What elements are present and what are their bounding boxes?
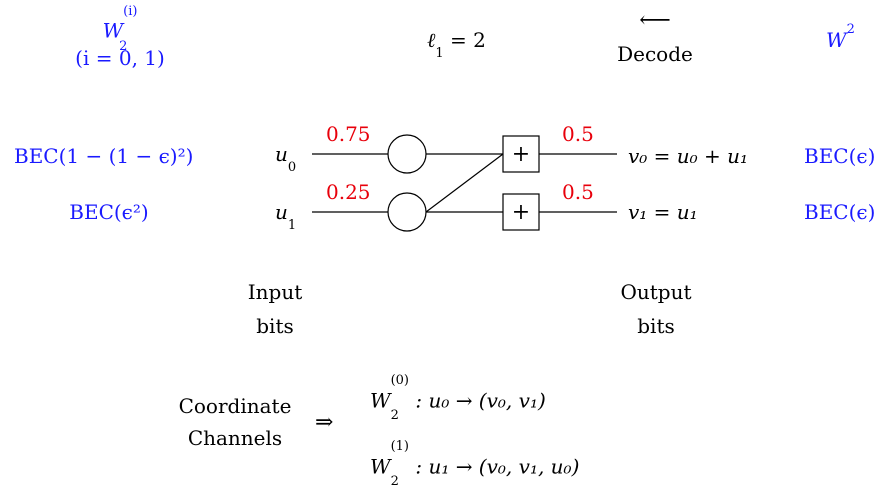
coordinate-label-line2: Channels bbox=[187, 426, 283, 450]
input-u0: u0 bbox=[275, 142, 297, 175]
decode-label: Decode bbox=[617, 42, 693, 66]
xor-box-bottom bbox=[502, 193, 540, 231]
caption-output-bits-line2: bits bbox=[637, 314, 675, 338]
edge-label-out-top: 0.5 bbox=[562, 122, 594, 146]
channel-right-top: BEC(ϵ) bbox=[804, 144, 876, 168]
channel-left-bottom: BEC(ϵ²) bbox=[69, 200, 149, 224]
edge-label-in-bottom: 0.25 bbox=[326, 180, 371, 204]
channel-left-top: BEC(1 − (1 − ϵ)²) bbox=[14, 144, 194, 168]
caption-input-bits-line2: bits bbox=[256, 314, 294, 338]
node-circle-top bbox=[387, 134, 427, 174]
channel-right-bottom: BEC(ϵ) bbox=[804, 200, 876, 224]
header-l1: ℓ1 = 2 bbox=[427, 28, 486, 61]
output-v1: v₁ = u₁ bbox=[628, 200, 698, 224]
coordinate-implies-arrow: ⇒ bbox=[315, 410, 334, 435]
decode-arrow: ⟵ bbox=[639, 8, 671, 33]
input-u1: u1 bbox=[275, 200, 297, 233]
header-i-range: (i = 0, 1) bbox=[75, 46, 165, 70]
diagram-wiring bbox=[312, 134, 617, 232]
caption-input-bits-line1: Input bbox=[247, 280, 303, 304]
caption-output-bits-line1: Output bbox=[620, 280, 692, 304]
xor-symbol-bottom: + bbox=[511, 200, 531, 225]
header-w2i: W(i)2 bbox=[102, 4, 138, 54]
wire-cross bbox=[425, 153, 504, 213]
node-circle-bottom bbox=[387, 192, 427, 232]
coordinate-channel-0: W(0)2 : u₀ → (v₀, v₁) bbox=[370, 373, 546, 423]
edge-label-in-top: 0.75 bbox=[326, 122, 371, 146]
xor-box-top bbox=[502, 135, 540, 173]
header-w-squared: W2 bbox=[826, 22, 855, 52]
coordinate-channel-1: W(1)2 : u₁ → (v₀, v₁, u₀) bbox=[370, 439, 580, 489]
coordinate-label-line1: Coordinate bbox=[178, 394, 292, 418]
output-v0: v₀ = u₀ + u₁ bbox=[628, 144, 749, 168]
edge-label-out-bottom: 0.5 bbox=[562, 180, 594, 204]
xor-symbol-top: + bbox=[511, 142, 531, 167]
